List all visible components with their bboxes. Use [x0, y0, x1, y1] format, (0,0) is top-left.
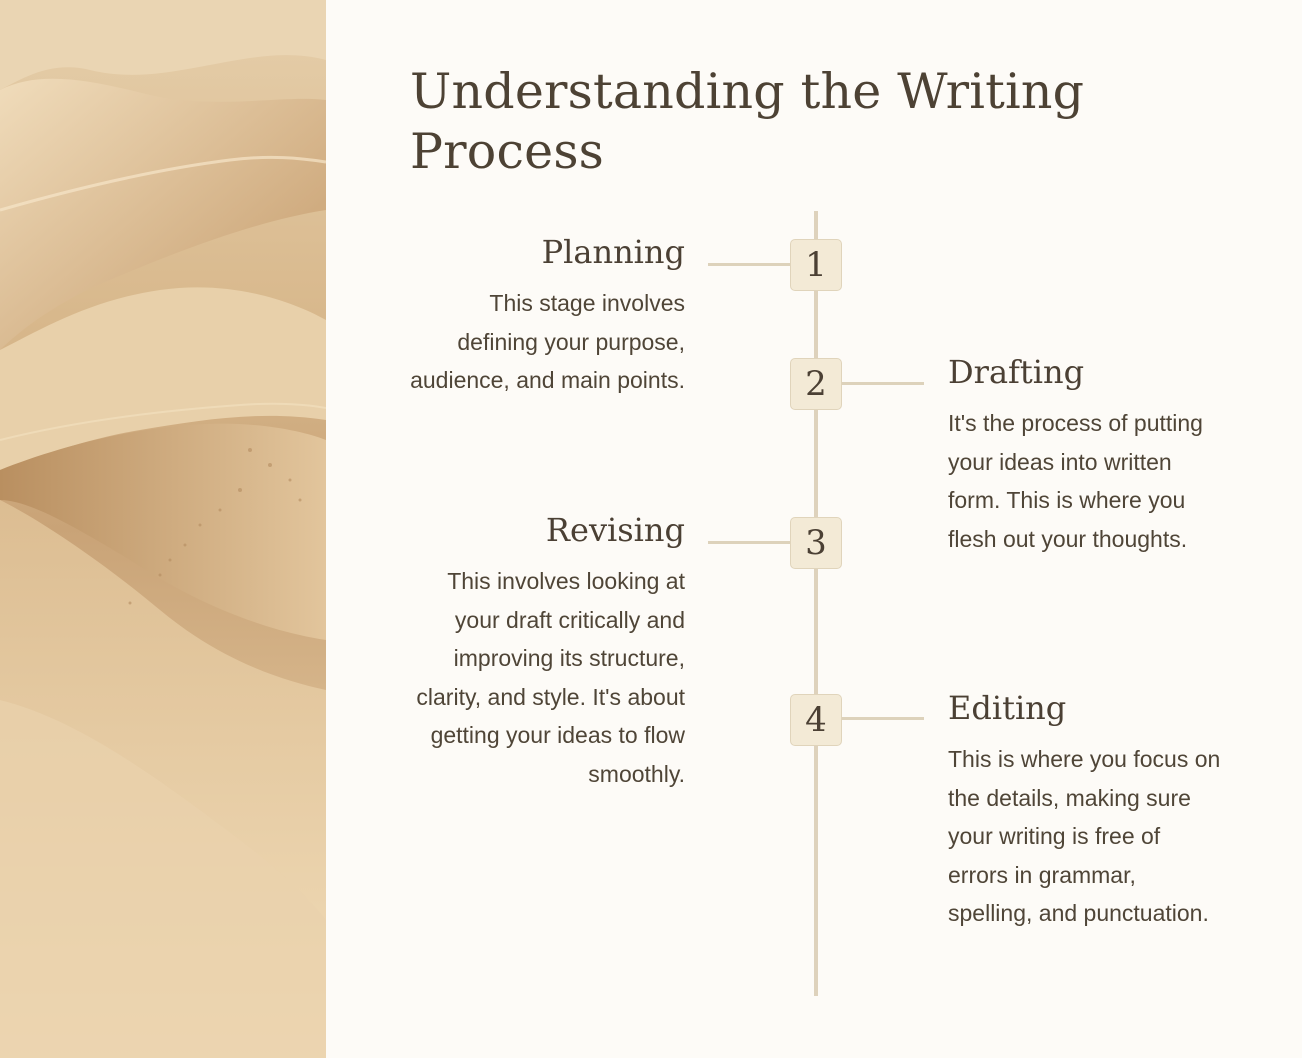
step-title: Revising	[545, 511, 685, 549]
step-revising: Revising This involves looking at your d…	[410, 510, 685, 793]
step-planning: Planning This stage involves defining yo…	[410, 232, 685, 400]
step-number-badge: 3	[790, 517, 842, 569]
step-title: Planning	[541, 233, 685, 271]
step-description: It's the process of putting your ideas i…	[948, 410, 1203, 552]
step-number-badge: 2	[790, 358, 842, 410]
step-editing: Editing This is where you focus on the d…	[948, 688, 1223, 933]
step-number-badge: 4	[790, 694, 842, 746]
step-description: This is where you focus on the details, …	[948, 746, 1221, 926]
connector-1	[708, 263, 790, 266]
step-description: This involves looking at your draft crit…	[416, 568, 685, 787]
connector-2	[842, 382, 924, 385]
page-title: Understanding the Writing Process	[410, 63, 1085, 180]
step-title: Drafting	[948, 353, 1085, 391]
step-number-badge: 1	[790, 239, 842, 291]
sand-dunes-image	[0, 0, 326, 1058]
step-title: Editing	[948, 689, 1067, 727]
connector-3	[708, 541, 790, 544]
step-drafting: Drafting It's the process of putting you…	[948, 352, 1223, 558]
connector-4	[842, 717, 924, 720]
step-description: This stage involves defining your purpos…	[410, 290, 685, 393]
timeline-line	[814, 211, 818, 996]
